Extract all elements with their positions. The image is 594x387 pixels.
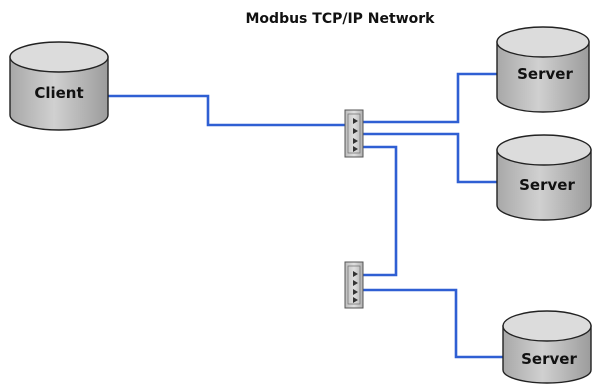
- server-top-cylinder-body: [496, 41, 590, 113]
- server-top-cylinder-top: [496, 26, 590, 58]
- switch-1-port-icon: [353, 138, 358, 144]
- connections: [108, 72, 507, 359]
- switch-2-port-icon: [353, 280, 358, 286]
- server-bottom-label: Server: [521, 350, 577, 368]
- server-top-node: Server: [496, 26, 590, 113]
- switch-1-port-icon: [353, 118, 358, 124]
- link-switch-uplink: [362, 145, 398, 277]
- switch-2-port-icon: [353, 271, 358, 277]
- client-label: Client: [34, 84, 83, 102]
- switch-1-port-icon: [353, 146, 358, 152]
- switch-1-port-icon: [353, 128, 358, 134]
- server-mid-label: Server: [519, 176, 575, 194]
- diagram-title: Modbus TCP/IP Network: [246, 11, 436, 27]
- switch-2: [344, 261, 364, 309]
- link-switch-server-bottom: [362, 288, 507, 359]
- link-client-switch: [108, 94, 362, 127]
- switch-2-port-icon: [353, 297, 358, 303]
- server-top-label: Server: [517, 65, 573, 83]
- server-mid-node: Server: [496, 134, 592, 221]
- server-mid-cylinder-top: [496, 134, 592, 166]
- switch-1: [344, 109, 364, 158]
- server-bottom-node: Server: [502, 310, 592, 384]
- switch-1-panel: [347, 113, 361, 154]
- switch-2-panel: [347, 265, 361, 305]
- server-mid-cylinder-body: [496, 149, 592, 221]
- server-bottom-cylinder-body: [502, 325, 592, 384]
- link-switch-server-mid: [362, 132, 502, 184]
- server-bottom-cylinder-top: [502, 310, 592, 342]
- switch-1-body: [344, 109, 364, 158]
- client-node: Client: [9, 41, 109, 131]
- link-switch-server-top: [362, 72, 502, 124]
- switch-2-port-icon: [353, 289, 358, 295]
- client-cylinder-top: [9, 41, 109, 73]
- client-cylinder-body: [9, 56, 109, 131]
